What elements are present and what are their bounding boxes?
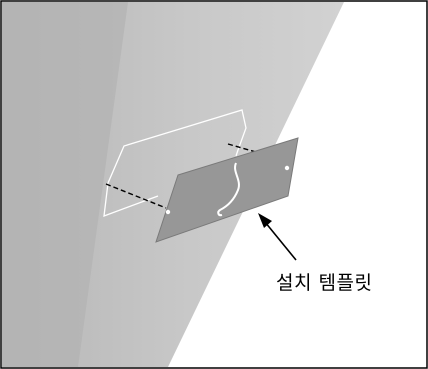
installation-template: [155, 137, 299, 243]
wall-shadow-strip: [2, 2, 128, 367]
template-hole-right: [284, 165, 290, 171]
callout-label: 설치 템플릿: [276, 272, 373, 294]
callout-arrow-line: [264, 221, 297, 261]
device-outline: [107, 109, 247, 184]
template-hole-left: [165, 209, 171, 215]
dashed-guide-right: [227, 143, 257, 153]
template-hook-slot: [217, 162, 240, 217]
dashed-guide-left: [105, 183, 167, 209]
device-outline-lower: [103, 182, 159, 217]
arrow-pointer-icon: [258, 213, 272, 228]
